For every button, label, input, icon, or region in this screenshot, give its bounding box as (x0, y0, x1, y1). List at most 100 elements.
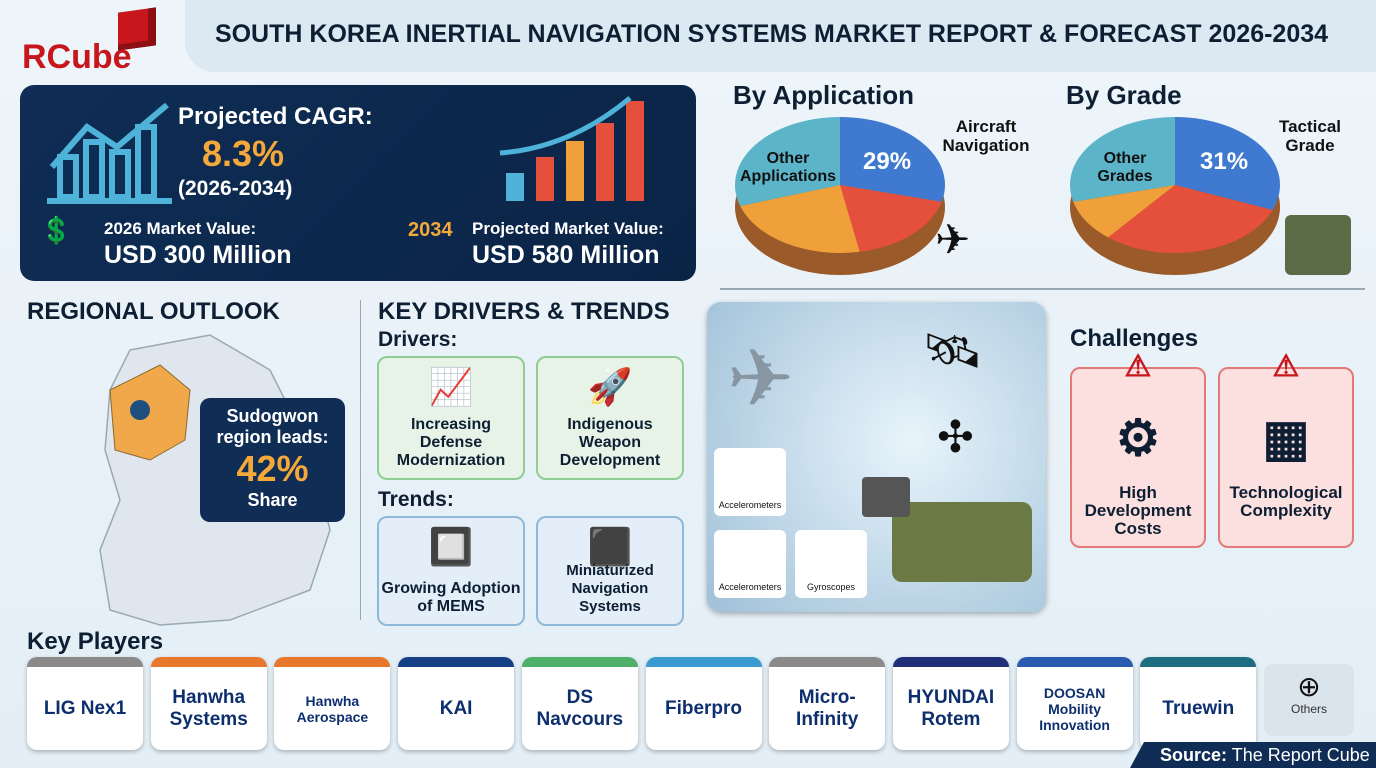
player-card[interactable]: LIG Nex1 (27, 657, 143, 750)
others-label: Others (1290, 702, 1327, 716)
pie-charts (735, 117, 1280, 275)
challenges-title: Challenges (1070, 325, 1199, 352)
pie-0 (735, 117, 945, 275)
page-title: SOUTH KOREA INERTIAL NAVIGATION SYSTEMS … (214, 20, 1329, 48)
pie-slice (735, 117, 840, 207)
label-other-grades: Other Grades (1097, 150, 1153, 185)
divider (720, 288, 1365, 290)
driver-card: 📈 Increasing Defense Modernization (377, 356, 525, 480)
bar-growth-icon (499, 96, 644, 201)
missile-launcher-icon (1285, 215, 1351, 275)
trend-card: ⬛Miniaturized Navigation Systems (536, 516, 684, 626)
source-bar: Source: The Report Cube (1130, 742, 1376, 768)
player-card[interactable]: DOOSAN Mobility Innovation (1016, 657, 1133, 750)
fighter-jet-icon: ✈ (935, 216, 971, 263)
drone-icon: ✣ (937, 413, 974, 462)
vertical-divider (360, 300, 361, 620)
warning-icon: ⚠ (1272, 350, 1300, 383)
pie-slice (740, 185, 860, 253)
callout-value: 42% (236, 448, 309, 489)
logo-text: RCube (22, 38, 132, 76)
warning-icon: ⚠ (1124, 350, 1152, 383)
market-2034-label: Projected Market Value: (472, 219, 664, 238)
kpi-panel: Projected CAGR: 8.3% (2026-2034) 💲 2026 … (20, 85, 696, 281)
label-other-applications: Other Applications (739, 150, 836, 185)
pie-slice (840, 117, 945, 202)
player-name: LIG Nex1 (43, 697, 127, 719)
pie-slice (1070, 117, 1175, 202)
player-card[interactable]: Micro-Infinity (769, 657, 886, 750)
pie-slice (1073, 185, 1175, 238)
sudogwon-region (109, 364, 191, 461)
source-value: The Report Cube (1231, 745, 1370, 765)
callout-line2: region leads: (216, 427, 329, 447)
others-card[interactable]: ⊕ Others (1264, 664, 1354, 736)
gear-growth-icon: 📈 (428, 366, 474, 407)
callout-line1: Sudogwon (226, 406, 319, 426)
player-name: Hanwha Aerospace (296, 692, 369, 725)
satellite-icon: 🛰 (922, 325, 983, 378)
pie-slice (1108, 185, 1273, 253)
player-name: DOOSAN Mobility Innovation (1039, 684, 1110, 733)
drivers-label: Drivers: (378, 328, 458, 351)
pie-slice (1175, 117, 1280, 211)
market-2026-label: 2026 Market Value: (104, 219, 257, 238)
trend-card: 🔲 Growing Adoption of MEMS (377, 516, 525, 626)
gyroscope-box: Gyroscopes (795, 530, 867, 598)
pie-title-grade: By Grade (1066, 80, 1182, 110)
challenge-label: High Development Costs (1084, 483, 1192, 538)
driver-label: Increasing Defense Modernization (396, 416, 506, 469)
plus-circle-icon: ⊕ (1297, 671, 1321, 702)
growth-chart-icon (47, 102, 172, 204)
player-card[interactable]: Hanwha Systems (150, 657, 267, 750)
callout-unit: Share (247, 490, 298, 510)
trend-label: Growing Adoption of MEMS (381, 580, 521, 615)
market-2026-value: USD 300 Million (104, 241, 292, 269)
money-hand-icon: 💲 (40, 215, 73, 245)
ins-unit-icon (862, 477, 910, 517)
trends-label: Trends: (378, 488, 454, 511)
navigation-illustration: ✈ 🛰 ✣ Accelerometers Accelerometers Gyro… (707, 302, 1046, 612)
cagr-value: 8.3% (202, 133, 285, 174)
player-card[interactable]: KAI (398, 657, 515, 750)
circuit-icon: ▦ (1262, 410, 1310, 466)
player-name: KAI (439, 697, 473, 719)
player-name: Fiberpro (664, 697, 743, 719)
player-name: Truewin (1162, 697, 1235, 719)
players-title: Key Players (27, 628, 164, 655)
source-label: Source: (1160, 745, 1228, 765)
player-card[interactable]: HYUNDAI Rotem (892, 657, 1009, 750)
header: SOUTH KOREA INERTIAL NAVIGATION SYSTEMS … (185, 0, 1376, 72)
value-tactical: 31% (1200, 148, 1249, 175)
label-aircraft-navigation: Aircraft Navigation (942, 117, 1030, 155)
player-name: DS Navcours (536, 686, 624, 730)
accelerometer-box: Accelerometers (714, 448, 786, 516)
player-name: Hanwha Systems (169, 686, 248, 730)
market-2034-year: 2034 (408, 219, 453, 241)
weapon-icon: 🚀 (587, 366, 633, 407)
pie-title-application: By Application (733, 80, 915, 110)
cagr-period: (2026-2034) (178, 177, 293, 200)
market-2034-value: USD 580 Million (472, 241, 660, 269)
accelerometer-box: Accelerometers (714, 530, 786, 598)
module-icon: ⬛ (587, 526, 633, 567)
pie-slice (840, 185, 942, 252)
trend-label: Miniaturized Navigation Systems (566, 562, 654, 615)
challenge-label: Technological Complexity (1229, 483, 1343, 520)
pie-1 (1070, 117, 1280, 275)
regional-title: REGIONAL OUTLOOK (27, 298, 280, 325)
driver-card: 🚀 Indigenous Weapon Development (536, 356, 684, 480)
chip-icon: 🔲 (428, 526, 474, 567)
armored-vehicle-icon (892, 502, 1032, 582)
player-name: Micro-Infinity (796, 686, 859, 730)
player-card[interactable]: Hanwha Aerospace (274, 657, 391, 750)
player-card[interactable]: Truewin (1140, 657, 1257, 750)
cagr-label: Projected CAGR: (178, 103, 373, 130)
label-tactical-grade: Tactical Grade (1278, 117, 1342, 155)
drivers-title: KEY DRIVERS & TRENDS (378, 298, 670, 325)
player-card[interactable]: Fiberpro (645, 657, 762, 750)
value-aircraft: 29% (863, 148, 912, 175)
player-name: HYUNDAI Rotem (907, 686, 995, 730)
player-card[interactable]: DS Navcours (521, 657, 638, 750)
driver-label: Indigenous Weapon Development (559, 416, 661, 469)
